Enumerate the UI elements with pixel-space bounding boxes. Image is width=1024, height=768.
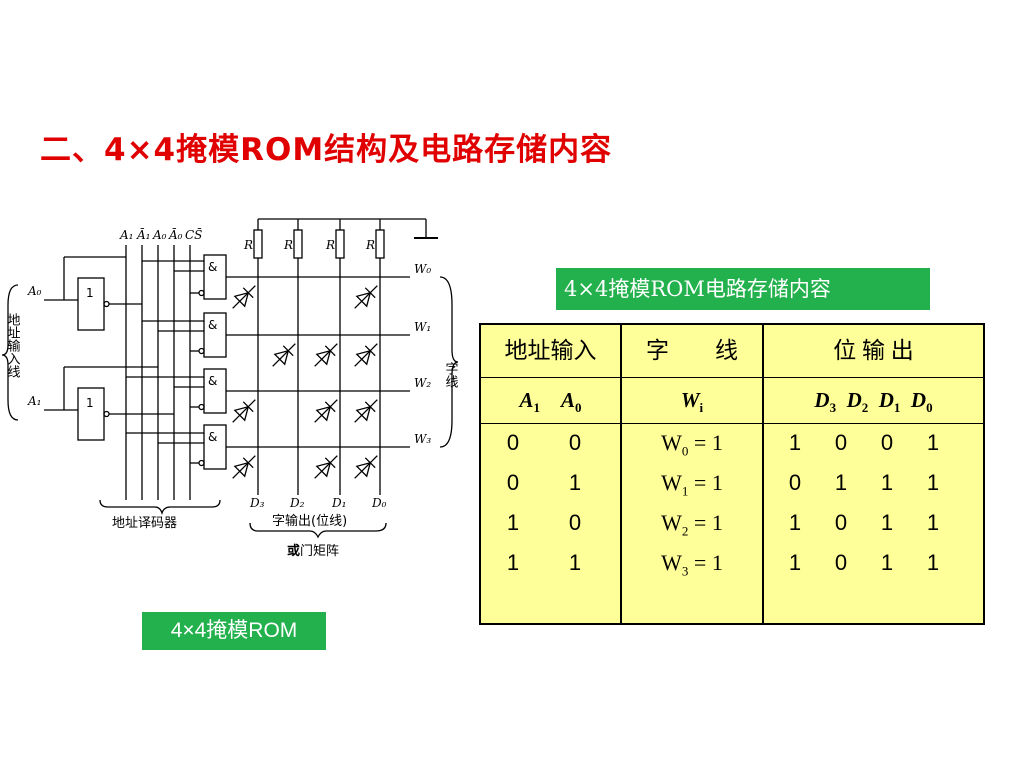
cell-d0: 1 (926, 470, 940, 495)
word-line-label-w1: W₁ (414, 320, 431, 334)
diode-w2-d3 (232, 399, 256, 423)
cell-d1: 0 (880, 430, 894, 455)
cell-a0: 1 (568, 470, 582, 495)
table-row: 0 1 W1 = 1 0 1 1 1 (481, 463, 983, 503)
word-line-label-w2: W₂ (414, 376, 431, 390)
diode-w1-d2 (272, 343, 296, 367)
storage-content-label: 4×4掩模ROM电路存储内容 (556, 268, 930, 310)
input-label-a1: A₁ (27, 394, 41, 408)
cell-word: W1 = 1 (661, 470, 723, 499)
cell-d1: 1 (880, 470, 894, 495)
cell-a0: 0 (568, 510, 582, 535)
diode-w0-d3 (232, 285, 256, 309)
inverter-label-a1: 1 (86, 396, 94, 410)
table-row: 0 0 W0 = 1 1 0 0 1 (481, 423, 983, 463)
diode-w1-d0 (354, 343, 378, 367)
and-gate-label-3: & (208, 430, 217, 444)
table-row: 1 0 W2 = 1 1 0 1 1 (481, 503, 983, 543)
cell-d2: 0 (834, 430, 848, 455)
diode-w2-d1 (314, 399, 338, 423)
decoder-label: 地址译码器 (112, 516, 177, 531)
diode-w1-d1 (314, 343, 338, 367)
cell-d3: 1 (788, 430, 802, 455)
resistor-label-d2: R (283, 238, 293, 252)
and-gate-label-2: & (208, 374, 217, 388)
cell-a0: 1 (568, 550, 582, 575)
subheader-bits: D3 D2 D1 D0 (814, 388, 933, 416)
signal-label-cs-bar: CS̄ (185, 227, 202, 242)
bit-line-label-d1: D₁ (331, 496, 346, 510)
resistor-label-d0: R (365, 238, 375, 252)
cell-a1: 1 (506, 550, 520, 575)
subheader-word: Wi (680, 388, 704, 416)
diode-w2-d0 (354, 399, 378, 423)
cell-d0: 1 (926, 430, 940, 455)
cell-a1: 0 (506, 430, 520, 455)
diode-w3-d0 (354, 455, 378, 479)
cell-d2: 0 (834, 550, 848, 575)
cell-word: W0 = 1 (661, 430, 723, 459)
rom-label: 4×4掩模ROM (142, 612, 326, 650)
address-input-group-label: 地址输入线 (5, 313, 21, 378)
word-line-group-label: 字线 (443, 362, 459, 388)
cell-d1: 1 (880, 510, 894, 535)
diode-w3-d3 (232, 455, 256, 479)
signal-label-a1: A₁ (119, 228, 133, 242)
signal-label-a1-bar: Ā₁ (136, 227, 150, 242)
bit-line-label-d3: D₃ (249, 496, 265, 510)
rom-circuit-diagram: A₁ Ā₁ A₀ Ā₀ CS̄ R R R R W₀ W₁ W₂ W₃ D₃ D… (0, 205, 470, 575)
cell-d1: 1 (880, 550, 894, 575)
cell-d3: 1 (788, 510, 802, 535)
cell-d2: 0 (834, 510, 848, 535)
word-line-label-w3: W₃ (414, 432, 431, 446)
cell-word: W2 = 1 (661, 510, 723, 539)
diode-w0-d0 (354, 285, 378, 309)
signal-label-a0-bar: Ā₀ (168, 227, 183, 242)
cell-a1: 0 (506, 470, 520, 495)
input-label-a0: A₀ (27, 284, 42, 298)
cell-d3: 0 (788, 470, 802, 495)
cell-d2: 1 (834, 470, 848, 495)
cell-d0: 1 (926, 550, 940, 575)
signal-label-a0: A₀ (152, 228, 167, 242)
bit-line-label-d2: D₂ (289, 496, 305, 510)
cell-word: W3 = 1 (661, 550, 723, 579)
matrix-label: 或门矩阵 (287, 543, 339, 559)
diode-w3-d1 (314, 455, 338, 479)
header-address-input: 地址输入 (504, 338, 597, 363)
subheader-address: A1 A0 (519, 388, 582, 416)
cell-a0: 0 (568, 430, 582, 455)
cell-a1: 1 (506, 510, 520, 535)
cell-d3: 1 (788, 550, 802, 575)
resistor-label-d3: R (243, 238, 253, 252)
storage-content-table: 地址输入 字 线 位 输 出 A1 A0 Wi D3 D2 D1 D0 0 0 … (479, 323, 985, 625)
slide-title: 二、4×4掩模ROM结构及电路存储内容 (40, 132, 613, 168)
inverter-label-a0: 1 (86, 286, 94, 300)
resistor-label-d1: R (325, 238, 335, 252)
output-label: 字输出(位线) (272, 513, 347, 529)
and-gate-label-0: & (208, 260, 217, 274)
and-gate-label-1: & (208, 318, 217, 332)
cell-d0: 1 (926, 510, 940, 535)
header-word-line: 字 线 (646, 338, 738, 363)
word-line-label-w0: W₀ (414, 262, 431, 276)
bit-line-label-d0: D₀ (371, 496, 387, 510)
table-row: 1 1 W3 = 1 1 0 1 1 (481, 543, 983, 583)
header-bit-output: 位 输 出 (833, 338, 914, 363)
